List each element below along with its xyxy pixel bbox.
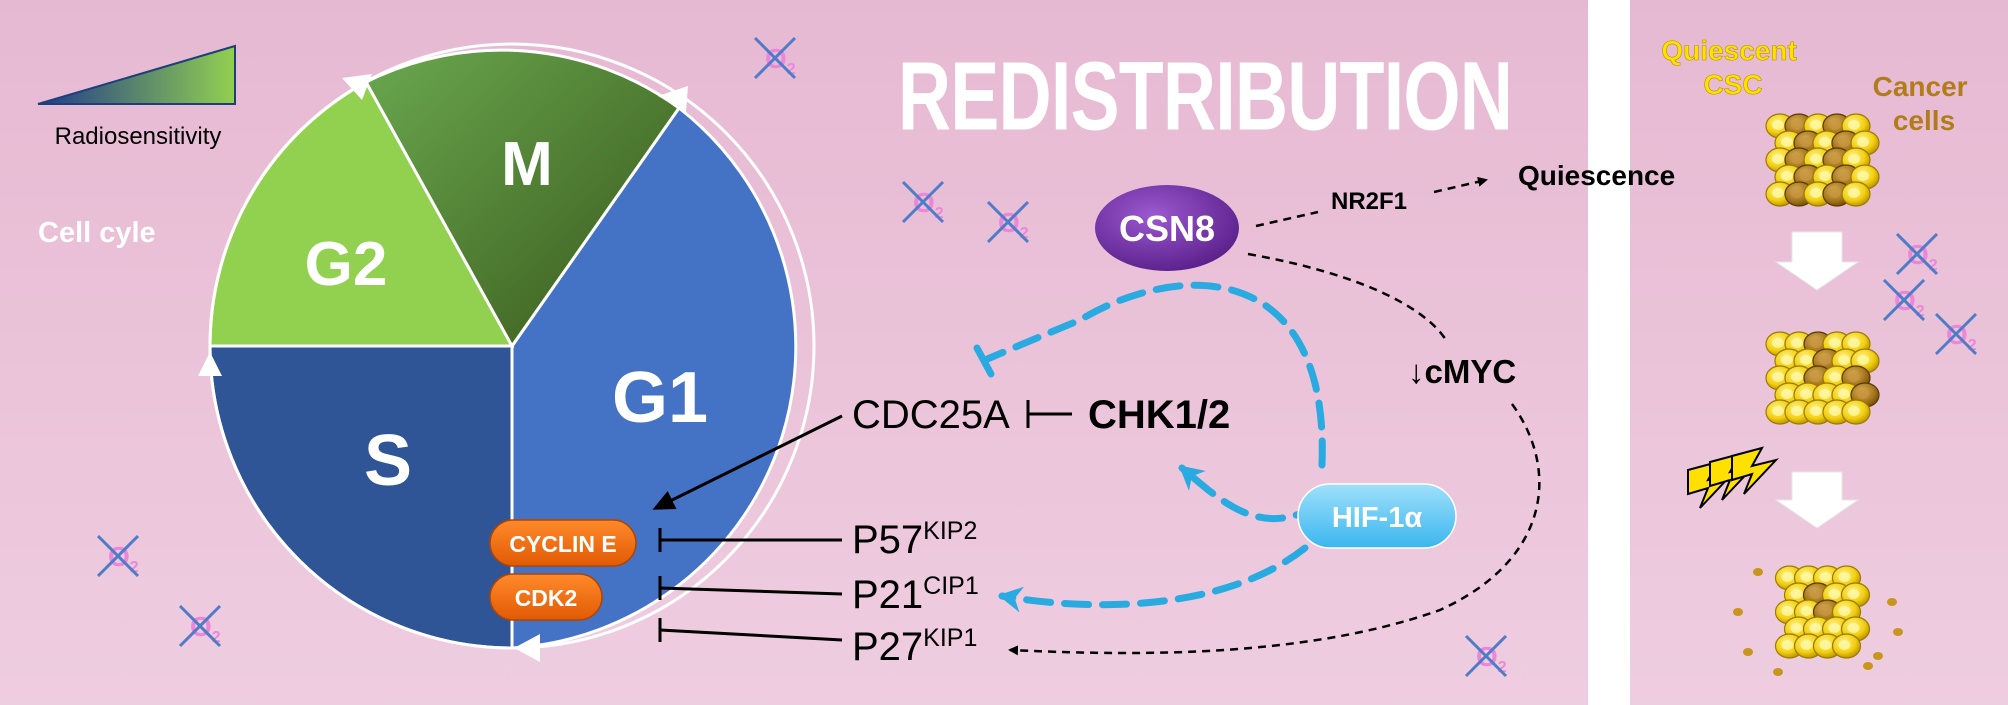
phase-m-sector (363, 48, 682, 349)
title: REDISTRIBUTION (898, 42, 1512, 150)
pie-outline (208, 42, 816, 650)
csn8-pathways (1008, 176, 1541, 656)
cmyc-to-p27 (1008, 403, 1541, 656)
cancer-cells-label: Cancer cells (1873, 71, 1976, 136)
down-arrow-1 (1774, 231, 1860, 291)
cki-p57: P57KIP2 (852, 517, 977, 562)
cell-debris (1887, 598, 1897, 606)
hif1a-label: HIF-1α (1332, 502, 1423, 534)
quiescent-csc-label: Quiescent CSC (1661, 35, 1804, 100)
radiation-bolt-icon (1687, 446, 1780, 509)
right-panel: Quiescent CSC Cancer cells (1661, 35, 1976, 676)
csn8-label: CSN8 (1119, 208, 1215, 249)
quiescence-label: Quiescence (1518, 160, 1675, 191)
hif-to-p21-arrow (998, 544, 1309, 613)
cki-inhibition-lines (658, 528, 843, 642)
cdc25a-label: CDC25A (852, 393, 1010, 437)
cycle-arrowhead (514, 634, 540, 662)
cell-debris (1753, 568, 1763, 576)
svg-text:P21CIP1: P21CIP1 (852, 572, 979, 617)
cell-debris (1733, 608, 1743, 616)
cell-debris (1743, 648, 1753, 656)
cycle-arrowhead (198, 352, 222, 376)
nr2f1-label: NR2F1 (1331, 188, 1407, 215)
background-divider (1588, 0, 1630, 705)
cycle-arrowhead (658, 86, 688, 112)
hif1a-node: HIF-1α (1297, 483, 1457, 549)
cell-debris (1863, 662, 1873, 670)
cyclin-e-box: CYCLIN E (489, 519, 637, 567)
svg-text:P57KIP2: P57KIP2 (852, 517, 977, 562)
cell-cluster-initial (1765, 113, 1880, 207)
csn8-node: CSN8 (1095, 185, 1239, 271)
cell-cluster-after-hypoxia (1765, 331, 1880, 425)
crossed-oxygen-icon: O2 (901, 180, 945, 224)
cell-cycle-pie: G1 S G2 M (198, 42, 816, 662)
crossed-oxygen-icon: O2 (178, 604, 222, 648)
phase-s-label: S (364, 421, 412, 501)
cyclin-e-label: CYCLIN E (509, 531, 616, 557)
csn8-to-nr2f1 (1255, 210, 1319, 228)
down-arrow-2 (1774, 471, 1860, 529)
cmyc-label: ↓cMYC (1408, 353, 1516, 390)
phase-g2-label: G2 (305, 230, 388, 299)
chk-inhibits-cdc25a (1026, 400, 1072, 428)
radiosensitivity-legend: Radiosensitivity (37, 44, 236, 150)
cki-p21: P21CIP1 (852, 572, 979, 617)
cycle-arrowhead (342, 74, 372, 100)
cdc25a-activation-arrow (652, 414, 843, 510)
cell-cycle-label: Cell cyle (38, 217, 156, 249)
phase-g1-label: G1 (612, 358, 708, 438)
nr2f1-to-quiescence (1433, 176, 1488, 194)
cell-debris (1773, 668, 1783, 676)
cki-p27: P27KIP1 (852, 624, 977, 669)
csn8-to-cmyc (1247, 252, 1448, 341)
phase-m-label: M (501, 130, 553, 199)
hif-to-cdc25a-inhibition (981, 281, 1326, 469)
svg-text:P27KIP1: P27KIP1 (852, 624, 977, 669)
cdk2-label: CDK2 (515, 585, 578, 611)
cell-debris (1893, 628, 1903, 636)
cdc25a-inhibition-bar (973, 344, 995, 378)
cell-cluster-after-radiation (1733, 565, 1903, 676)
chk12-label: CHK1/2 (1088, 393, 1230, 437)
radiosensitivity-wedge (37, 44, 236, 105)
radiosensitivity-label: Radiosensitivity (55, 123, 222, 150)
phase-g1-sector (510, 105, 798, 650)
cell-debris (1873, 652, 1883, 660)
cdk2-box: CDK2 (489, 573, 603, 621)
